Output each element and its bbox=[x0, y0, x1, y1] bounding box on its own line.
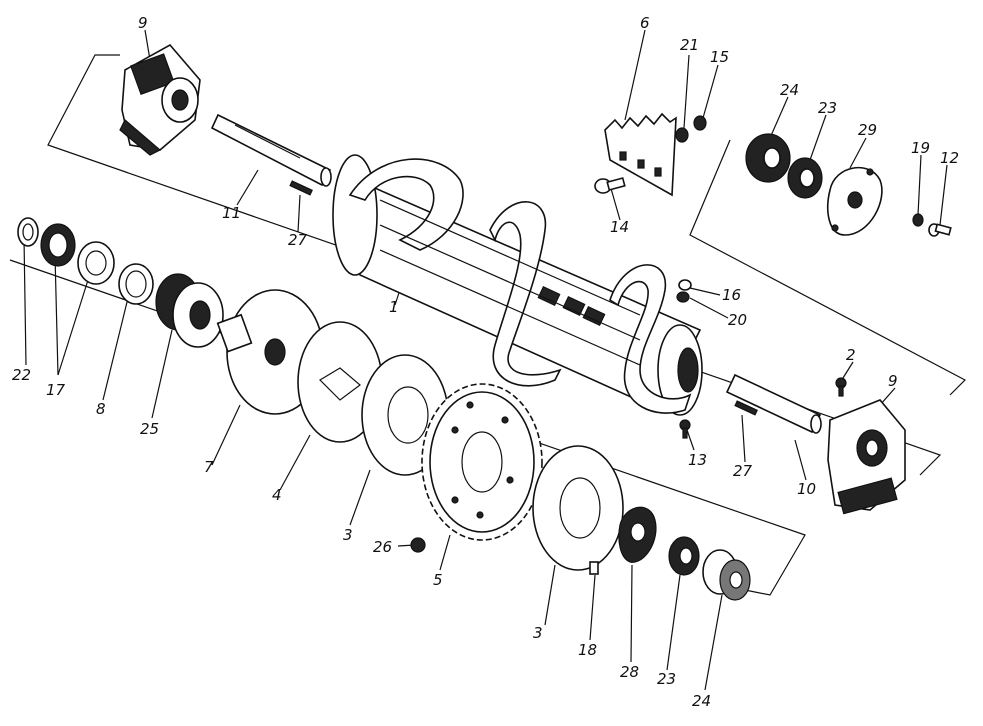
label-17: 17 bbox=[46, 381, 66, 399]
bolt-12 bbox=[928, 223, 952, 237]
shaft-10 bbox=[725, 373, 822, 434]
seal-17a bbox=[40, 223, 76, 267]
label-16: 16 bbox=[722, 286, 741, 304]
label-24-top: 24 bbox=[780, 81, 799, 99]
label-7: 7 bbox=[204, 458, 214, 476]
washer-21 bbox=[675, 127, 689, 143]
label-29: 29 bbox=[858, 121, 877, 139]
label-3: 3 bbox=[343, 526, 353, 544]
key-27-lower bbox=[734, 400, 758, 416]
flange-29 bbox=[827, 166, 883, 236]
bolt-2 bbox=[835, 377, 847, 397]
label-14: 14 bbox=[610, 218, 629, 236]
seal-17b bbox=[77, 241, 115, 285]
label-28: 28 bbox=[620, 663, 639, 681]
callout-labels: 9 11 27 1 6 21 15 24 23 29 19 12 14 16 2… bbox=[12, 14, 959, 710]
key-27-top bbox=[289, 180, 313, 196]
label-27-lower: 27 bbox=[733, 462, 753, 480]
gearbox-housing-lower bbox=[827, 399, 906, 515]
label-9-lower: 9 bbox=[888, 372, 898, 390]
bolt-18 bbox=[589, 561, 599, 575]
label-20: 20 bbox=[728, 311, 747, 329]
collar-24-lower bbox=[702, 549, 751, 601]
sprocket-5 bbox=[421, 383, 543, 541]
label-15: 15 bbox=[710, 48, 729, 66]
label-22: 22 bbox=[12, 366, 31, 384]
label-23-lower: 23 bbox=[657, 670, 676, 688]
nut-15 bbox=[693, 115, 707, 131]
label-13: 13 bbox=[688, 451, 707, 469]
label-25: 25 bbox=[140, 420, 159, 438]
label-23-top: 23 bbox=[818, 99, 837, 117]
label-6: 6 bbox=[640, 14, 650, 32]
label-18: 18 bbox=[578, 641, 597, 659]
part-16 bbox=[678, 279, 692, 291]
hub-25 bbox=[155, 273, 224, 348]
label-2: 2 bbox=[846, 346, 856, 364]
label-24-lower: 24 bbox=[692, 692, 711, 710]
label-8: 8 bbox=[96, 400, 106, 418]
bearing-23-lower bbox=[668, 536, 700, 576]
label-9-top: 9 bbox=[138, 14, 148, 32]
label-1: 1 bbox=[389, 298, 399, 316]
flange-28 bbox=[618, 506, 657, 563]
label-10: 10 bbox=[797, 480, 816, 498]
collar-24-top bbox=[745, 133, 791, 183]
label-19: 19 bbox=[911, 139, 930, 157]
label-21: 21 bbox=[680, 36, 699, 54]
nut-26 bbox=[410, 537, 426, 553]
label-27-top: 27 bbox=[288, 231, 308, 249]
bolt-13 bbox=[679, 419, 691, 439]
auger-drum bbox=[332, 154, 703, 416]
serrated-plate-6 bbox=[604, 112, 677, 197]
washer-19 bbox=[912, 213, 924, 227]
part-20 bbox=[676, 291, 690, 303]
label-5: 5 bbox=[433, 571, 443, 589]
disc-3-lower bbox=[532, 445, 624, 571]
bolt-14 bbox=[594, 177, 626, 194]
ring-22 bbox=[17, 217, 39, 247]
ring-8 bbox=[118, 263, 154, 305]
label-11: 11 bbox=[222, 204, 241, 222]
shaft-11 bbox=[210, 113, 332, 187]
label-3-lower: 3 bbox=[533, 624, 543, 642]
gearbox-housing-top bbox=[119, 43, 201, 156]
label-4: 4 bbox=[272, 486, 282, 504]
label-26: 26 bbox=[373, 538, 392, 556]
label-12: 12 bbox=[940, 149, 959, 167]
bearing-23-top bbox=[787, 157, 823, 199]
